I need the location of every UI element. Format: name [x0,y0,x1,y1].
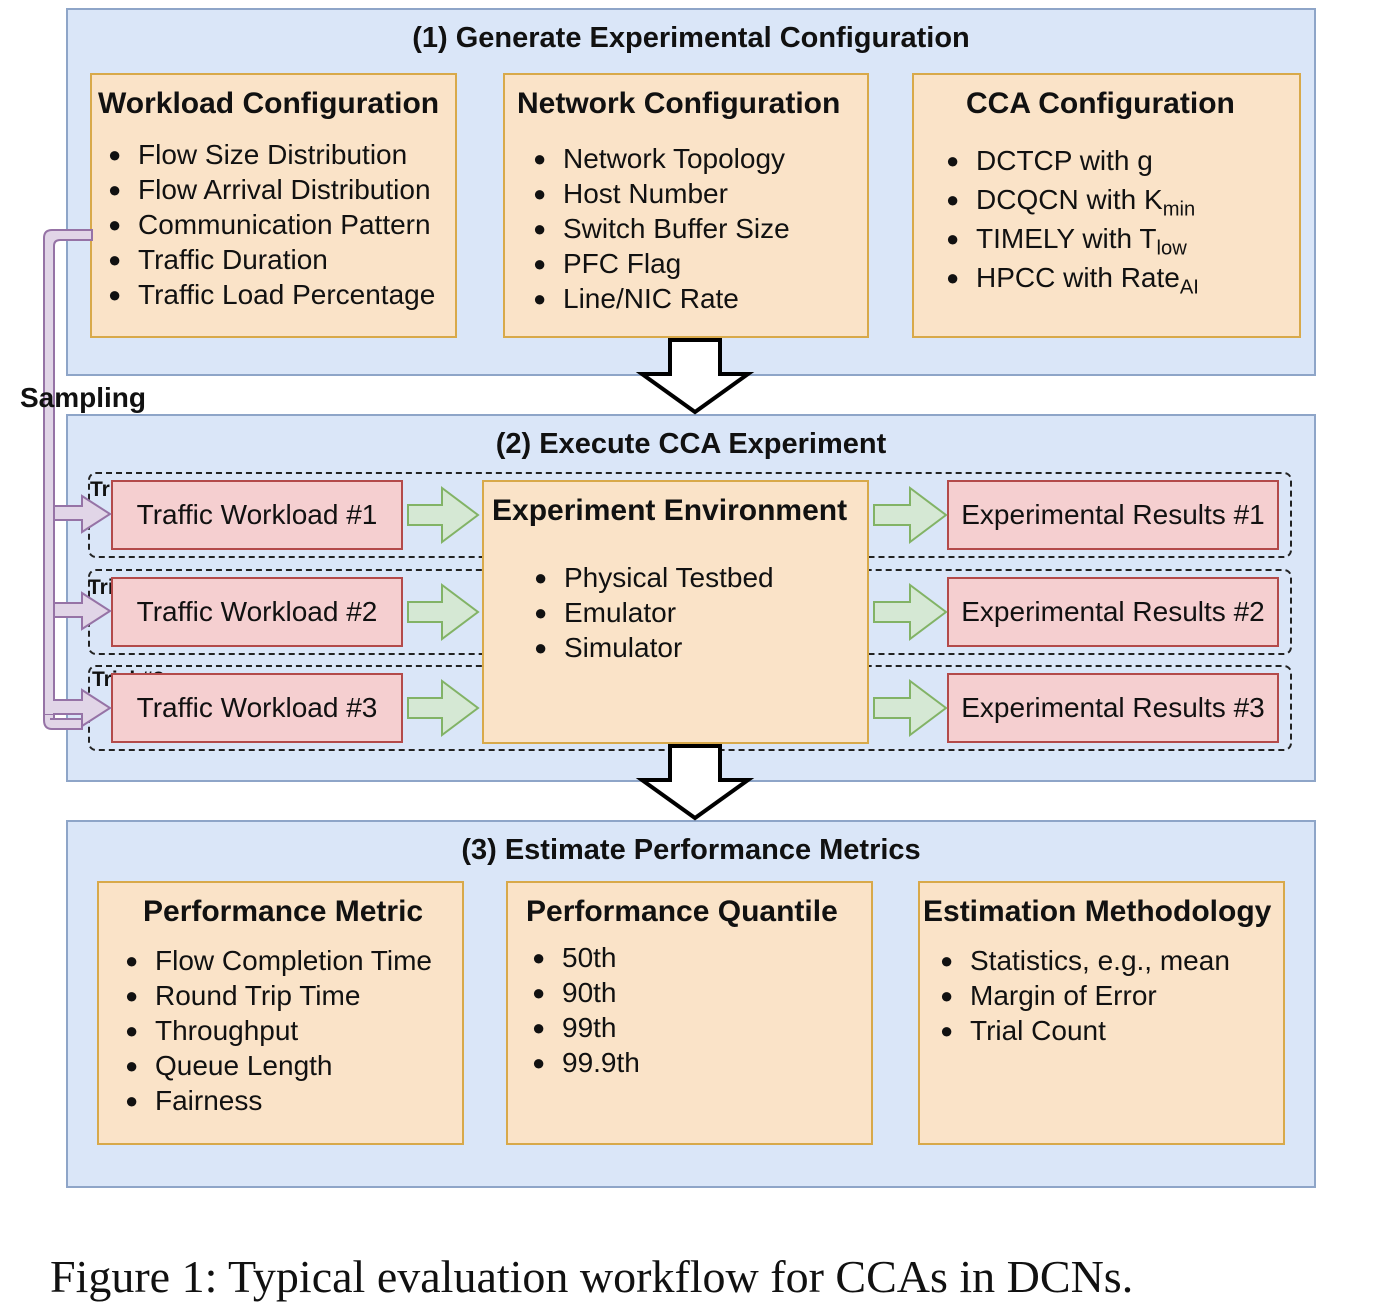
network-configuration-box: Network Configuration ●Network Topology … [503,73,869,338]
list-item: ●Traffic Load Percentage [108,279,436,310]
list-item: ●Flow Arrival Distribution [108,174,431,205]
list-item: ●90th [532,977,617,1008]
list-item: ●Network Topology [533,143,786,174]
list-item: ●Switch Buffer Size [533,213,790,244]
cca-configuration-list: ●DCTCP with g ●DCQCN with Kmin ●TIMELY w… [946,141,1199,299]
stage3-title: (3) Estimate Performance Metrics [461,834,921,866]
workload-configuration-list: ●Flow Size Distribution ●Flow Arrival Di… [108,137,436,312]
stage-arrow-1-to-2 [635,338,755,415]
stage2-title: (2) Execute CCA Experiment [495,428,887,460]
list-item: ●Flow Size Distribution [108,139,408,170]
list-item: ●DCQCN with Kmin [946,184,1196,221]
flow-arrow-res2 [873,583,948,641]
performance-metric-title: Performance Metric [143,895,424,928]
sampling-shaft [45,241,53,714]
performance-metric-box: Performance Metric ●Flow Completion Time… [97,881,464,1145]
list-item: ●HPCC with RateAI [946,262,1199,299]
performance-metric-list: ●Flow Completion Time ●Round Trip Time ●… [125,943,432,1118]
list-item: ●Emulator [534,597,677,628]
experimental-results-2: Experimental Results #2 [947,577,1279,647]
list-item: ●Simulator [534,632,683,663]
list-item: ●99.9th [532,1047,640,1078]
workload-configuration-title: Workload Configuration [98,87,440,120]
experimental-results-3: Experimental Results #3 [947,673,1279,743]
performance-quantile-title: Performance Quantile [526,895,838,928]
figure-caption: Figure 1: Typical evaluation workflow fo… [50,1251,1134,1302]
traffic-workload-1: Traffic Workload #1 [111,480,403,550]
list-item: ●TIMELY with Tlow [946,223,1187,260]
list-item: ●Statistics, e.g., mean [940,945,1230,976]
cca-configuration-title: CCA Configuration [966,87,1235,120]
experiment-environment-title: Experiment Environment [492,494,848,527]
list-item: ●Communication Pattern [108,209,431,240]
list-item: ●Margin of Error [940,980,1157,1011]
workload-configuration-box: Workload Configuration ●Flow Size Distri… [90,73,457,338]
experiment-environment-list: ●Physical Testbed ●Emulator ●Simulator [534,560,774,665]
traffic-workload-2: Traffic Workload #2 [111,577,403,647]
list-item: ●Host Number [533,178,728,209]
traffic-workload-3: Traffic Workload #3 [111,673,403,743]
flow-arrow-res3 [873,679,948,737]
flow-arrow-wl2 [407,583,480,641]
performance-quantile-list: ●50th ●90th ●99th ●99.9th [532,940,640,1080]
estimation-methodology-title: Estimation Methodology [923,895,1272,928]
experimental-results-1: Experimental Results #1 [947,480,1279,550]
flow-arrow-wl1 [407,486,480,544]
list-item: ●Flow Completion Time [125,945,432,976]
list-item: ●Fairness [125,1085,263,1116]
list-item: ●Throughput [125,1015,299,1046]
sampling-label: Sampling [20,382,147,413]
sampling-branch-1 [53,494,112,534]
experiment-environment-box: Experiment Environment ●Physical Testbed… [482,480,869,744]
list-item: ●99th [532,1012,617,1043]
flow-arrow-res1 [873,486,948,544]
network-configuration-list: ●Network Topology ●Host Number ●Switch B… [533,141,790,316]
list-item: ●DCTCP with g [946,145,1153,176]
network-configuration-title: Network Configuration [517,87,841,120]
estimation-methodology-list: ●Statistics, e.g., mean ●Margin of Error… [940,943,1230,1048]
stage1-title: (1) Generate Experimental Configuration [412,22,970,54]
estimation-methodology-box: Estimation Methodology ●Statistics, e.g.… [918,881,1285,1145]
list-item: ●50th [532,942,617,973]
list-item: ●PFC Flag [533,248,682,279]
list-item: ●Traffic Duration [108,244,328,275]
list-item: ●Trial Count [940,1015,1106,1046]
sampling-branch-2 [53,591,112,631]
list-item: ●Line/NIC Rate [533,283,739,314]
stage-arrow-2-to-3 [635,744,755,821]
cca-configuration-box: CCA Configuration ●DCTCP with g ●DCQCN w… [912,73,1301,338]
list-item: ●Queue Length [125,1050,333,1081]
performance-quantile-box: Performance Quantile ●50th ●90th ●99th ●… [506,881,873,1145]
flow-arrow-wl3 [407,679,480,737]
list-item: ●Round Trip Time [125,980,361,1011]
list-item: ●Physical Testbed [534,562,774,593]
